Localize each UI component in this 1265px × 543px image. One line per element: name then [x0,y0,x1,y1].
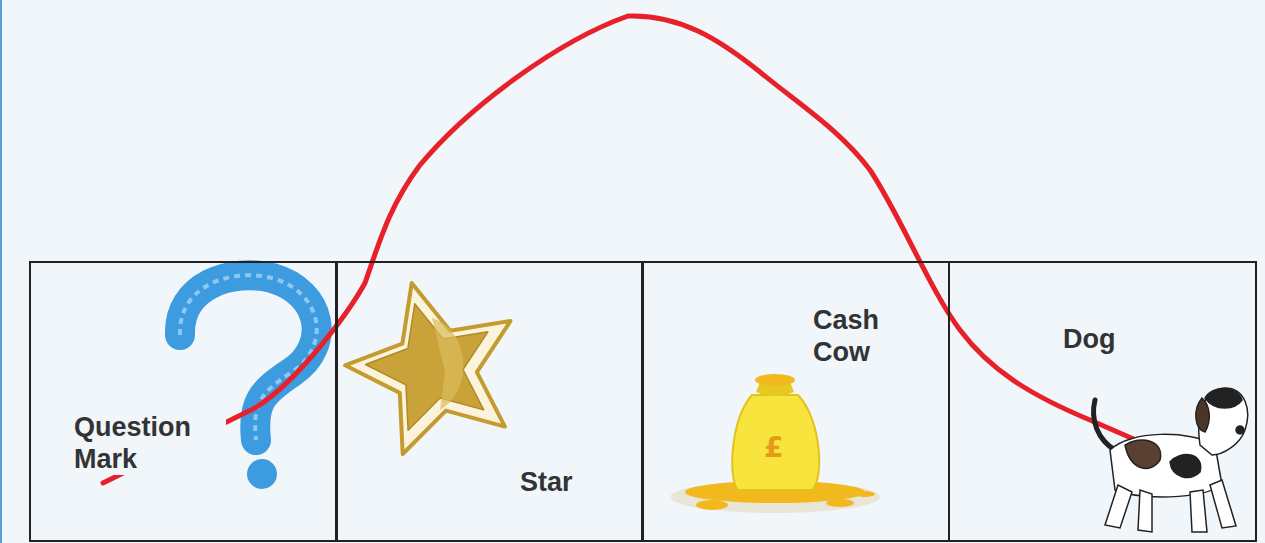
stage-box: Question Mark [29,261,338,542]
stage-box: Cash Cow [641,261,950,542]
currency-sign: £ [764,433,783,463]
star-icon [345,283,510,454]
stage-label: Question Mark [72,411,226,475]
stage-label: Cash Cow [811,304,915,368]
stage-label: Star [518,466,575,498]
panel-edge [0,0,2,543]
stage-box: Dog [948,261,1257,542]
stage-box: Star [335,261,644,542]
dog-icon [1094,388,1248,532]
stage-label: Dog [1061,323,1117,355]
money-bag-icon [670,374,880,513]
lifecycle-curve [103,16,1200,483]
